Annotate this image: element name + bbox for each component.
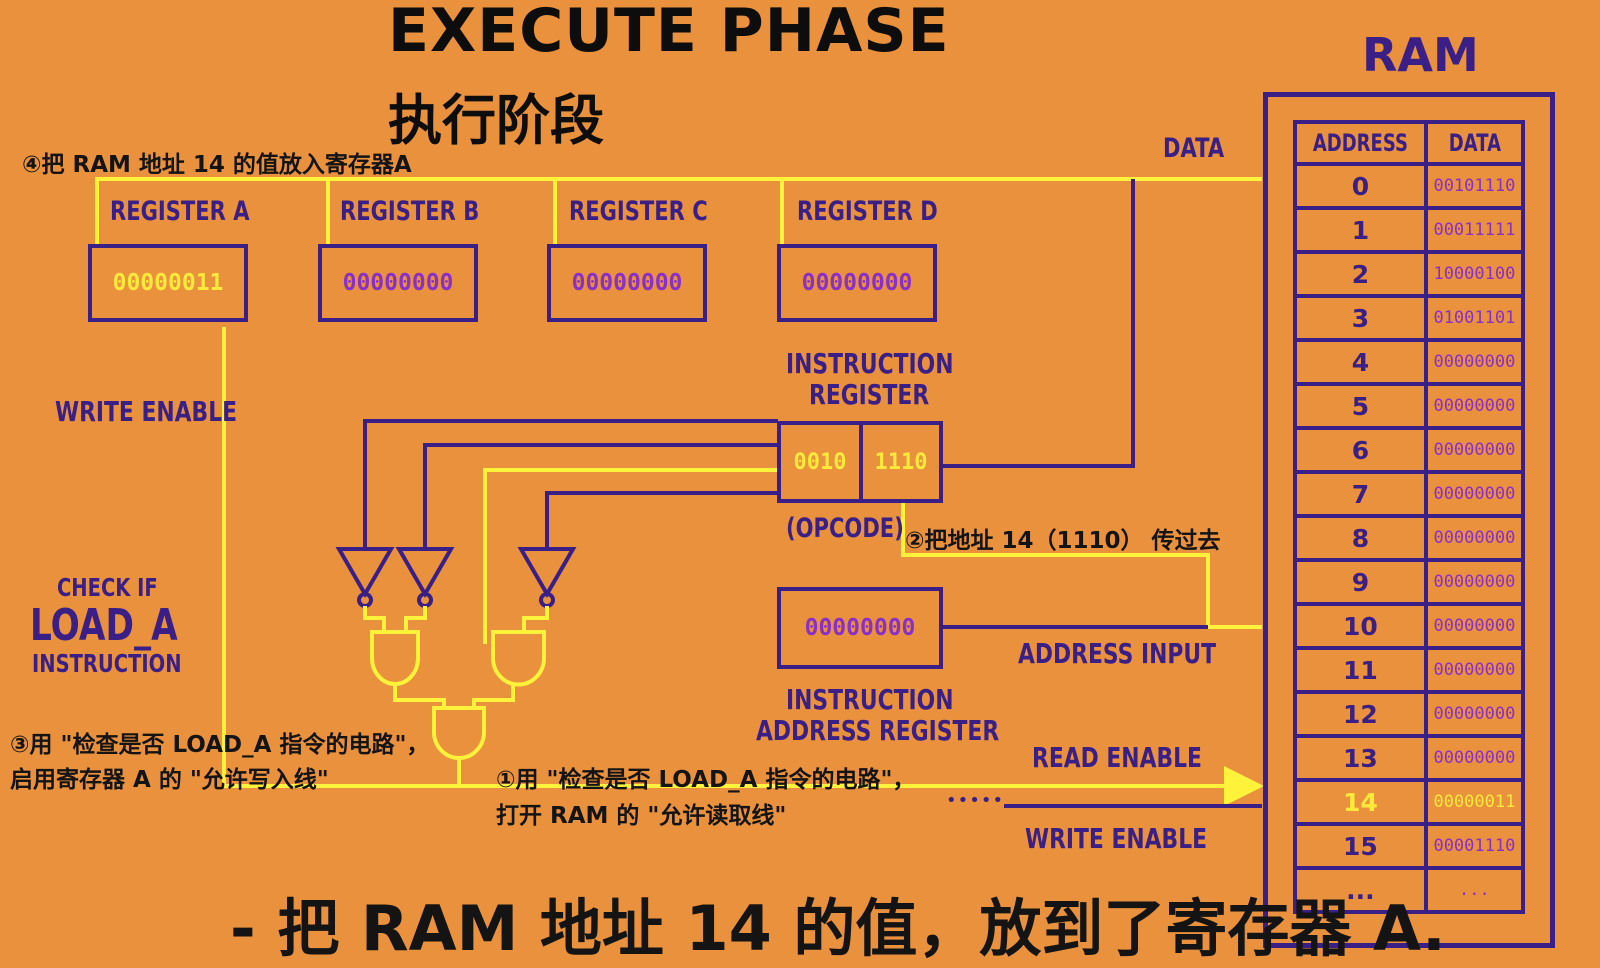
ram-address-cell: 11 — [1293, 646, 1428, 694]
ram-data-cell: 00000000 — [1423, 426, 1526, 474]
register-b-value: 00000000 — [318, 244, 478, 322]
ram-address-cell: 8 — [1293, 514, 1428, 562]
ram-address-cell: 1 — [1293, 206, 1428, 254]
instruction-label-left: INSTRUCTION — [32, 649, 182, 678]
ram-data-cell: 00000000 — [1423, 646, 1526, 694]
write-enable-right-label: WRITE ENABLE — [1025, 822, 1208, 855]
note-step3-line2: 启用寄存器 A 的 "允许写入线" — [10, 767, 329, 793]
note-step3-line1: ③用 "检查是否 LOAD_A 指令的电路"， — [10, 732, 430, 758]
video-subtitle: - 把 RAM 地址 14 的值，放到了寄存器 A. — [230, 892, 1446, 965]
load-a-label: LOAD_A — [30, 600, 178, 651]
ram-address-cell: 0 — [1293, 162, 1428, 210]
register-b-label: REGISTER B — [340, 196, 480, 227]
register-c-label: REGISTER C — [569, 196, 708, 227]
ram-address-cell: 10 — [1293, 602, 1428, 650]
address-input-label: ADDRESS INPUT — [1018, 637, 1217, 670]
ram-address-cell: 5 — [1293, 382, 1428, 430]
ram-address-cell: 3 — [1293, 294, 1428, 342]
ir-operand-cell: 1110 — [859, 421, 943, 503]
ram-data-cell: 00000000 — [1423, 382, 1526, 430]
iar-label-2: ADDRESS REGISTER — [756, 714, 1000, 747]
register-d-label: REGISTER D — [797, 196, 938, 227]
data-bus-label: DATA — [1163, 133, 1225, 164]
ram-address-cell: 12 — [1293, 690, 1428, 738]
diagram-title-zh: 执行阶段 — [388, 89, 604, 152]
ram-data-cell: 00000000 — [1423, 558, 1526, 606]
register-a-value: 00000011 — [88, 244, 248, 322]
ram-block — [1263, 92, 1555, 948]
register-a-label: REGISTER A — [110, 196, 250, 227]
check-if-label: CHECK IF — [57, 573, 158, 602]
ram-data-cell: 00101110 — [1423, 162, 1526, 210]
ram-title: RAM — [1362, 28, 1479, 82]
opcode-bit-wires — [363, 419, 778, 644]
ram-data-cell: 00000000 — [1423, 514, 1526, 562]
write-enable-left-label: WRITE ENABLE — [55, 395, 238, 428]
register-c-value: 00000000 — [547, 244, 707, 322]
ir-opcode-cell: 0010 — [777, 421, 863, 503]
ram-address-ellipsis: ... — [1293, 866, 1428, 914]
not-gates — [335, 547, 577, 608]
note-step1-line1: ①用 "检查是否 LOAD_A 指令的电路"， — [496, 767, 916, 793]
ram-data-cell: 00001110 — [1423, 822, 1526, 870]
note-step2: ②把地址 14（1110） 传过去 — [905, 528, 1221, 554]
ram-data-cell: 00000000 — [1423, 470, 1526, 518]
ram-data-cell: 10000100 — [1423, 250, 1526, 298]
ram-data-cell: 00000011 — [1423, 778, 1526, 826]
write-enable-dots: ••••• — [946, 790, 1005, 811]
data-bus — [95, 177, 1262, 244]
ram-ellipsis-row: ...... — [1293, 866, 1526, 914]
address-wire — [901, 501, 1262, 629]
ram-address-cell: 13 — [1293, 734, 1428, 782]
ram-data-cell: 00000000 — [1423, 690, 1526, 738]
note-step1-line2: 打开 RAM 的 "允许读取线" — [496, 803, 787, 829]
read-enable-label: READ ENABLE — [1032, 741, 1202, 774]
ram-address-cell: 7 — [1293, 470, 1428, 518]
ram-data-header: DATA — [1423, 120, 1526, 166]
ram-address-cell: 14 — [1293, 778, 1428, 826]
ram-address-cell: 6 — [1293, 426, 1428, 474]
ram-address-cell: 4 — [1293, 338, 1428, 386]
iar-value: 00000000 — [777, 587, 943, 669]
ram-data-cell: 00000000 — [1423, 734, 1526, 782]
ram-data-cell: 01001101 — [1423, 294, 1526, 342]
note-step4: ④把 RAM 地址 14 的值放入寄存器A — [22, 152, 412, 178]
ram-data-cell: 00000000 — [1423, 338, 1526, 386]
ram-data-ellipsis: ... — [1423, 866, 1526, 914]
ram-data-cell: 00000000 — [1423, 602, 1526, 650]
ram-address-cell: 15 — [1293, 822, 1428, 870]
instruction-register-label-2: REGISTER — [809, 378, 930, 411]
opcode-label: (OPCODE) — [786, 513, 904, 544]
diagram-title: EXECUTE PHASE — [388, 0, 950, 66]
iar-label-1: INSTRUCTION — [786, 683, 954, 716]
ram-address-header: ADDRESS — [1293, 120, 1428, 166]
and-gates — [370, 630, 546, 760]
ram-address-cell: 9 — [1293, 558, 1428, 606]
ram-to-ir-wire — [940, 179, 1135, 468]
register-d-value: 00000000 — [777, 244, 937, 322]
instruction-register-label-1: INSTRUCTION — [786, 347, 954, 380]
ram-address-cell: 2 — [1293, 250, 1428, 298]
gate-wires — [363, 606, 549, 786]
ram-data-cell: 00011111 — [1423, 206, 1526, 254]
